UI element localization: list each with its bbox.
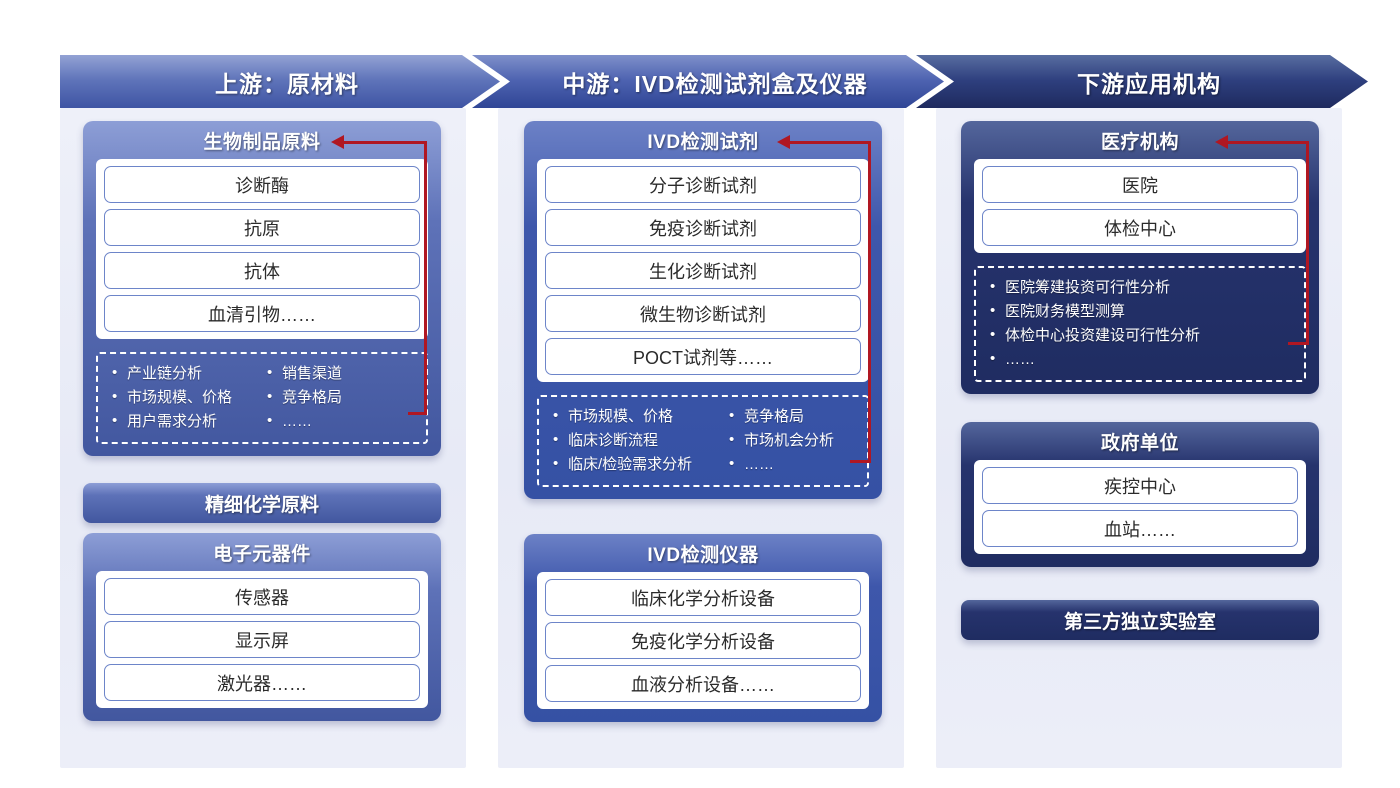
note-item: 用户需求分析 [112,409,261,434]
item-list-government-units: 疾控中心 血站…… [974,460,1306,554]
feedback-arrowhead-midstream [777,135,790,149]
group-title-biological-materials: 生物制品原料 [203,131,321,153]
note-item: 产业链分析 [112,361,261,386]
stage-header-midstream: 中游：IVD检测试剂盒及仪器 [472,55,944,108]
group-card-electronic-components[interactable]: 电子元器件 传感器 显示屏 激光器…… [83,533,441,721]
group-card-medical-institutions[interactable]: 医疗机构 医院 体检中心 医院筹建投资可行性分析 医院财务模型测算 体检中心投资… [961,121,1319,394]
note-item: 临床/检验需求分析 [553,452,723,477]
group-title-ivd-reagents: IVD检测试剂 [647,131,759,153]
stage-header-downstream: 下游应用机构 [916,55,1368,108]
note-item: 医院财务模型测算 [990,299,1294,324]
item-list-electronic-components: 传感器 显示屏 激光器…… [96,571,428,708]
group-title-medical-institutions: 医疗机构 [1100,131,1179,153]
list-item[interactable]: 传感器 [104,578,420,615]
item-list-ivd-reagents: 分子诊断试剂 免疫诊断试剂 生化诊断试剂 微生物诊断试剂 POCT试剂等…… [537,159,869,382]
feedback-line-horizontal-upstream [408,412,427,415]
note-item: 体检中心投资建设可行性分析 [990,323,1294,348]
feedback-arrowhead-downstream [1215,135,1228,149]
list-item[interactable]: 血液分析设备…… [545,665,861,702]
list-item[interactable]: 免疫诊断试剂 [545,209,861,246]
feedback-line-vertical-downstream [1306,141,1309,345]
list-item[interactable]: 显示屏 [104,621,420,658]
group-bar-fine-chemicals-label: 精细化学原料 [204,494,319,516]
stage-header-downstream-label: 下游应用机构 [1077,70,1221,97]
note-column-right: 竞争格局 市场机会分析 …… [729,404,857,477]
stage-header-upstream-label: 上游：原材料 [215,70,359,97]
feedback-line-vertical-upstream [424,141,427,415]
note-box-ivd-reagents: 市场规模、价格 临床诊断流程 临床/检验需求分析 竞争格局 市场机会分析 …… [537,395,869,487]
group-card-government-units[interactable]: 政府单位 疾控中心 血站…… [961,422,1319,567]
note-column-left: 市场规模、价格 临床诊断流程 临床/检验需求分析 [553,404,723,477]
feedback-line-top-downstream [1228,141,1309,144]
group-card-biological-materials[interactable]: 生物制品原料 诊断酶 抗原 抗体 血清引物…… 产业链分析 市场规模、价格 用户… [83,121,441,456]
note-item: 临床诊断流程 [553,428,723,453]
list-item[interactable]: 抗原 [104,209,420,246]
note-item: 竞争格局 [267,385,416,410]
item-list-medical-institutions: 医院 体检中心 [974,159,1306,253]
note-column-left: 产业链分析 市场规模、价格 用户需求分析 [112,361,261,434]
note-item: …… [267,409,416,434]
note-item: …… [729,452,857,477]
list-item[interactable]: 医院 [982,166,1298,203]
stage-header-upstream: 上游：原材料 [60,55,500,108]
group-bar-third-party-lab[interactable]: 第三方独立实验室 [961,600,1319,640]
list-item[interactable]: 诊断酶 [104,166,420,203]
group-card-ivd-instruments[interactable]: IVD检测仪器 临床化学分析设备 免疫化学分析设备 血液分析设备…… [524,534,882,722]
list-item[interactable]: 微生物诊断试剂 [545,295,861,332]
list-item[interactable]: 血站…… [982,510,1298,547]
note-item: …… [990,347,1294,372]
note-box-medical-institutions: 医院筹建投资可行性分析 医院财务模型测算 体检中心投资建设可行性分析 …… [974,266,1306,382]
note-box-biological-materials: 产业链分析 市场规模、价格 用户需求分析 销售渠道 竞争格局 …… [96,352,428,444]
note-item: 竞争格局 [729,404,857,429]
list-item[interactable]: 血清引物…… [104,295,420,332]
stage-header-midstream-label: 中游：IVD检测试剂盒及仪器 [562,70,868,97]
feedback-line-top-upstream [344,141,426,144]
list-item[interactable]: 分子诊断试剂 [545,166,861,203]
feedback-line-horizontal-downstream [1288,342,1309,345]
list-item[interactable]: 生化诊断试剂 [545,252,861,289]
list-item[interactable]: 疾控中心 [982,467,1298,504]
feedback-line-top-midstream [790,141,871,144]
list-item[interactable]: 体检中心 [982,209,1298,246]
note-column-left: 医院筹建投资可行性分析 医院财务模型测算 体检中心投资建设可行性分析 …… [990,275,1294,372]
list-item[interactable]: POCT试剂等…… [545,338,861,375]
note-item: 市场机会分析 [729,428,857,453]
group-title-government-units: 政府单位 [1100,432,1179,454]
feedback-line-vertical-midstream [868,141,871,463]
group-title-ivd-instruments: IVD检测仪器 [647,544,759,566]
list-item[interactable]: 激光器…… [104,664,420,701]
list-item[interactable]: 临床化学分析设备 [545,579,861,616]
group-title-electronic-components: 电子元器件 [213,543,311,565]
note-item: 市场规模、价格 [553,404,723,429]
group-card-ivd-reagents[interactable]: IVD检测试剂 分子诊断试剂 免疫诊断试剂 生化诊断试剂 微生物诊断试剂 POC… [524,121,882,499]
group-bar-fine-chemicals[interactable]: 精细化学原料 [83,483,441,523]
note-column-right: 销售渠道 竞争格局 …… [267,361,416,434]
list-item[interactable]: 免疫化学分析设备 [545,622,861,659]
item-list-biological-materials: 诊断酶 抗原 抗体 血清引物…… [96,159,428,339]
item-list-ivd-instruments: 临床化学分析设备 免疫化学分析设备 血液分析设备…… [537,572,869,709]
feedback-line-horizontal-midstream [850,460,871,463]
feedback-arrowhead-upstream [331,135,344,149]
note-item: 医院筹建投资可行性分析 [990,275,1294,300]
list-item[interactable]: 抗体 [104,252,420,289]
group-bar-third-party-lab-label: 第三方独立实验室 [1063,611,1216,633]
note-item: 市场规模、价格 [112,385,261,410]
note-item: 销售渠道 [267,361,416,386]
